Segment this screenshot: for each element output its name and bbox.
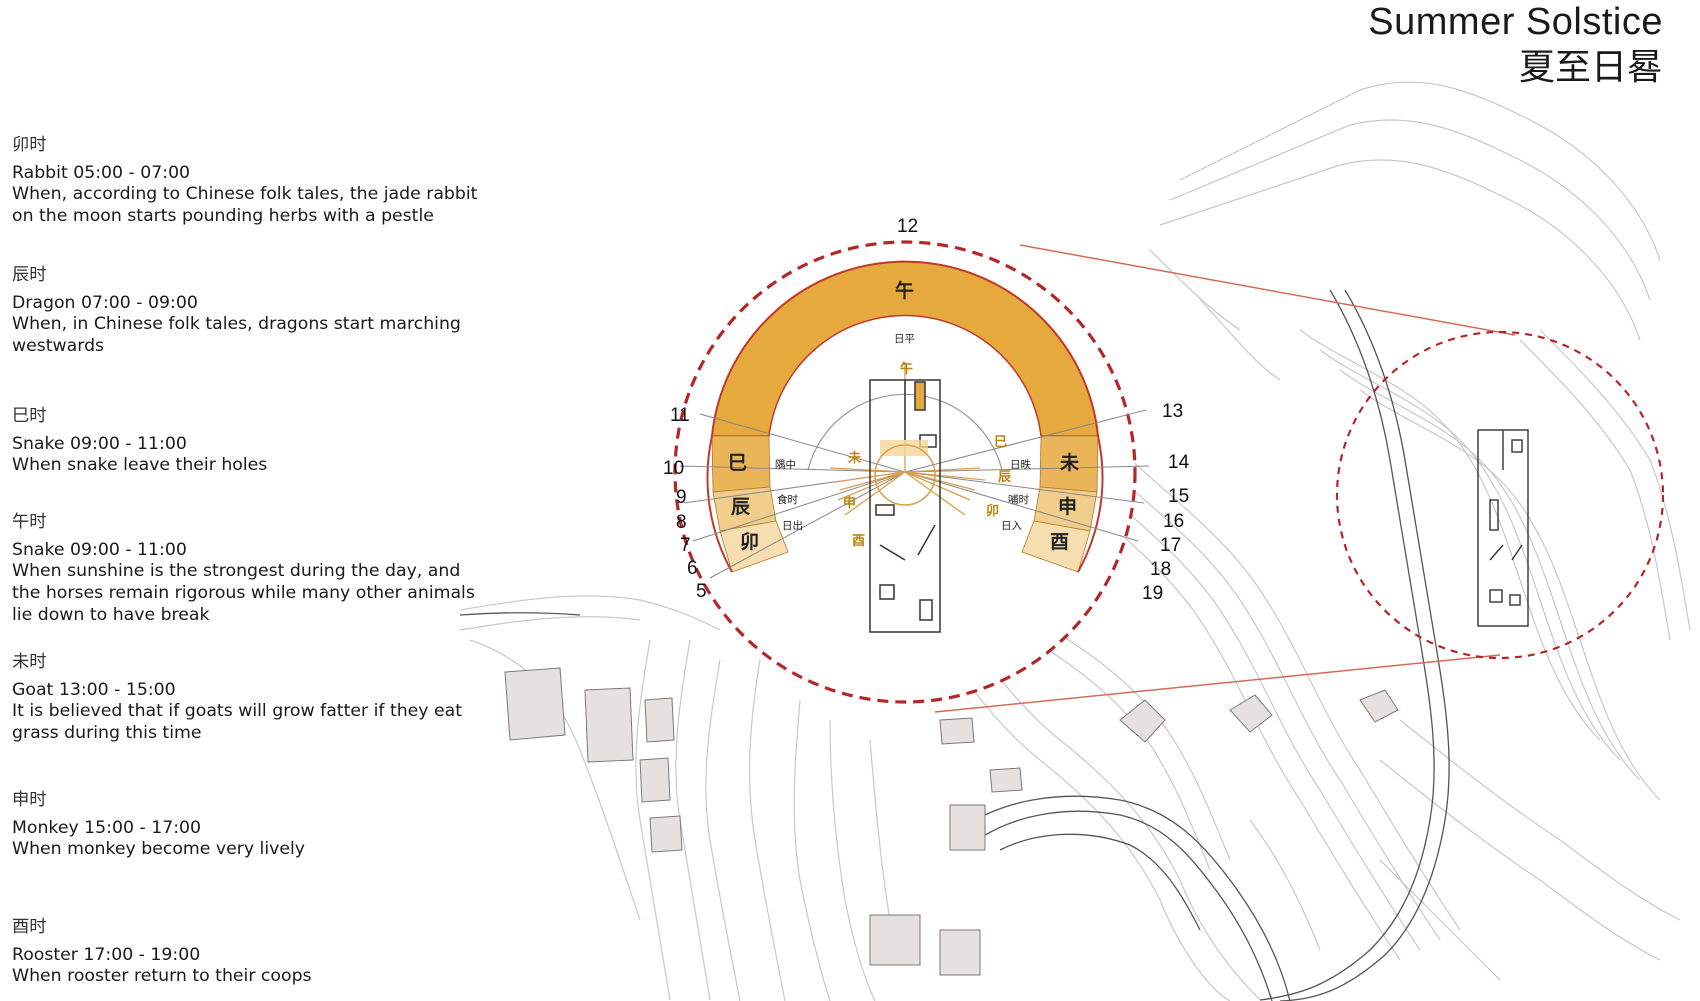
- legend-desc-line: grass during this time: [12, 723, 202, 744]
- legend-time: Rabbit 05:00 - 07:00: [12, 162, 191, 183]
- legend-chinese: 午时: [12, 512, 47, 532]
- inner-label-riping: 日平: [894, 333, 915, 345]
- legend-desc-line: the horses remain rigorous while many ot…: [12, 583, 475, 604]
- branch-chen-label: 辰: [731, 496, 751, 518]
- legend-entry-rabbit: 卯时 Rabbit 05:00 - 07:00 When, according …: [12, 135, 512, 228]
- legend-chinese: 申时: [12, 790, 47, 810]
- legend-time: Rooster 17:00 - 19:00: [12, 944, 201, 965]
- inner-label-riru: 日入: [1001, 520, 1022, 532]
- inner-label-rieying: 日昳: [1010, 458, 1032, 471]
- leader-line-bottom: [934, 654, 1501, 713]
- title-english: Summer Solstice: [1368, 1, 1663, 43]
- building-plan: [869, 379, 941, 633]
- legend-entry-horse: 午时 Snake 09:00 - 11:00 When sunshine is …: [12, 512, 512, 627]
- hour-number-14: 14: [1168, 452, 1190, 473]
- shadow-label-mao: 卯: [986, 503, 999, 519]
- legend-entry-rooster: 酉时 Rooster 17:00 - 19:00 When rooster re…: [12, 917, 512, 988]
- site-building-plan-small: [1477, 429, 1529, 627]
- legend-desc-line: When rooster return to their coops: [12, 966, 312, 987]
- inner-label-richu: 日出: [782, 519, 803, 532]
- legend-desc-line: When, according to Chinese folk tales, t…: [12, 184, 478, 205]
- road: [459, 289, 1450, 1001]
- hour-number-8: 8: [676, 512, 687, 533]
- legend-chinese: 未时: [12, 652, 47, 672]
- hour-number-11: 11: [670, 405, 690, 426]
- inner-label-shishi: 食时: [777, 493, 798, 506]
- branch-you-label: 酉: [1050, 531, 1069, 553]
- hour-number-9: 9: [676, 487, 687, 508]
- branch-mao-label: 卯: [740, 531, 759, 553]
- legend-desc-line: When sunshine is the strongest during th…: [12, 561, 461, 582]
- page-title: Summer Solstice 夏至日晷: [1368, 1, 1663, 89]
- legend-entry-monkey: 申时 Monkey 15:00 - 17:00 When monkey beco…: [12, 790, 512, 861]
- shadow-label-chen: 辰: [998, 470, 1012, 485]
- legend-chinese: 卯时: [12, 135, 47, 155]
- legend-entry-snake: 巳时 Snake 09:00 - 11:00 When snake leave …: [12, 406, 512, 477]
- legend-chinese: 酉时: [12, 917, 47, 937]
- shadow-label-wu: 午: [900, 361, 913, 377]
- legend-entry-goat: 未时 Goat 13:00 - 15:00 It is believed tha…: [12, 652, 512, 745]
- title-chinese: 夏至日晷: [1518, 47, 1663, 89]
- inner-label-bushi: 哺时: [1008, 493, 1030, 506]
- shadow-label-shen: 申: [843, 495, 856, 511]
- hour-number-16: 16: [1163, 511, 1184, 532]
- legend-desc-line: It is believed that if goats will grow f…: [12, 701, 463, 722]
- hour-number-15: 15: [1168, 486, 1189, 507]
- sundial: [673, 240, 1150, 704]
- hour-number-13: 13: [1162, 401, 1183, 422]
- branch-wu-label: 午: [895, 279, 914, 302]
- branch-si-label: 巳: [728, 452, 747, 474]
- leader-line-top: [1019, 244, 1516, 336]
- sundial-center: [874, 444, 936, 506]
- legend-time: Snake 09:00 - 11:00: [12, 433, 187, 454]
- legend-time: Goat 13:00 - 15:00: [12, 679, 176, 700]
- legend-desc-line: When monkey become very lively: [12, 839, 306, 860]
- hour-number-5: 5: [696, 581, 707, 602]
- hour-number-6: 6: [687, 558, 698, 579]
- shadow-label-you: 酉: [852, 534, 865, 549]
- legend-desc-line: lie down to have break: [12, 604, 210, 625]
- hour-number-17: 17: [1160, 535, 1181, 556]
- hour-number-18: 18: [1150, 559, 1171, 580]
- shadow-label-wei: 未: [847, 450, 862, 466]
- legend-chinese: 辰时: [12, 265, 47, 285]
- hour-number-10: 10: [663, 458, 684, 479]
- site-dashed-circle: [1335, 330, 1665, 660]
- legend-entry-dragon: 辰时 Dragon 07:00 - 09:00 When, in Chinese…: [12, 265, 512, 358]
- branch-shen-label: 申: [1058, 495, 1077, 518]
- legend-desc-line: westwards: [12, 336, 105, 357]
- village-buildings: [504, 667, 1399, 976]
- legend-time: Snake 09:00 - 11:00: [12, 539, 187, 560]
- shadow-label-si: 巳: [994, 435, 1007, 450]
- sun-dial-gnomon-shade: [880, 440, 928, 456]
- hour-number-19: 19: [1142, 583, 1163, 604]
- legend-time: Dragon 07:00 - 09:00: [12, 292, 198, 313]
- legend-time: Monkey 15:00 - 17:00: [12, 817, 202, 838]
- branch-wei-label: 未: [1059, 451, 1079, 474]
- legend-desc-line: When snake leave their holes: [12, 455, 268, 476]
- mao-band: [719, 520, 789, 573]
- legend-desc-line: on the moon starts pounding herbs with a…: [12, 206, 434, 227]
- hour-number-7: 7: [680, 535, 691, 556]
- inner-label-yuzhong: 隅中: [775, 458, 796, 471]
- legend-desc-line: When, in Chinese folk tales, dragons sta…: [12, 314, 461, 335]
- sundial-outer-arc: [706, 260, 1104, 573]
- legend-chinese: 巳时: [12, 406, 47, 426]
- hour-number-12: 12: [897, 216, 918, 237]
